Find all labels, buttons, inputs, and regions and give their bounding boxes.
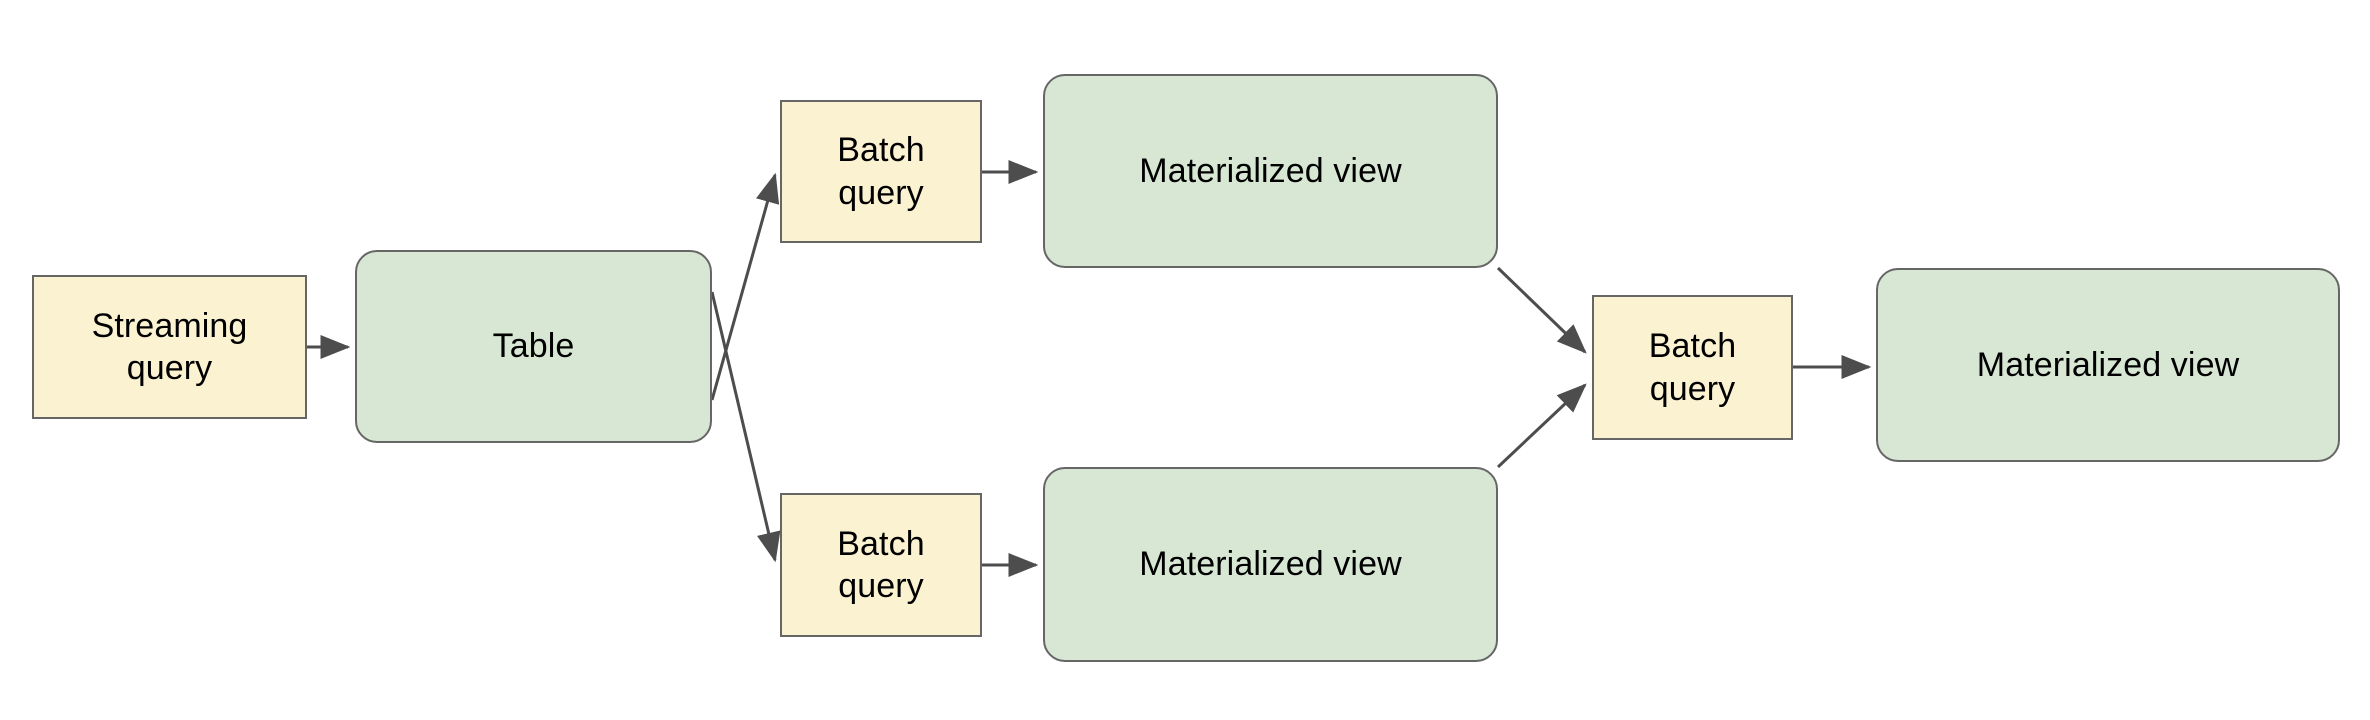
node-materialized-view-top[interactable]: Materialized view [1043,74,1498,268]
node-batch-query-bottom[interactable]: Batch query [780,493,982,637]
edge-table-to-batch-bottom [710,291,781,563]
edge-materialized-view-bottom-to-batch-merge [1496,383,1587,469]
node-streaming-query[interactable]: Streaming query [32,275,307,419]
edge-table-to-batch-top [710,172,780,401]
node-batch-query-merge[interactable]: Batch query [1592,295,1793,440]
node-streaming-query-label: Streaming query [91,306,248,388]
node-materialized-view-bottom-label: Materialized view [1139,545,1402,584]
node-materialized-view-bottom[interactable]: Materialized view [1043,467,1498,662]
node-batch-query-bottom-label: Batch query [837,524,925,606]
edge-materialized-view-top-to-batch-merge [1496,266,1587,354]
node-materialized-view-final-label: Materialized view [1976,345,2240,384]
node-batch-query-top-label: Batch query [837,131,925,212]
node-batch-query-top[interactable]: Batch query [780,100,982,243]
node-materialized-view-final[interactable]: Materialized view [1876,268,2340,462]
node-materialized-view-top-label: Materialized view [1139,151,1402,190]
node-batch-query-merge-label: Batch query [1648,327,1737,408]
node-table-label: Table [492,327,575,366]
node-table[interactable]: Table [355,250,712,443]
